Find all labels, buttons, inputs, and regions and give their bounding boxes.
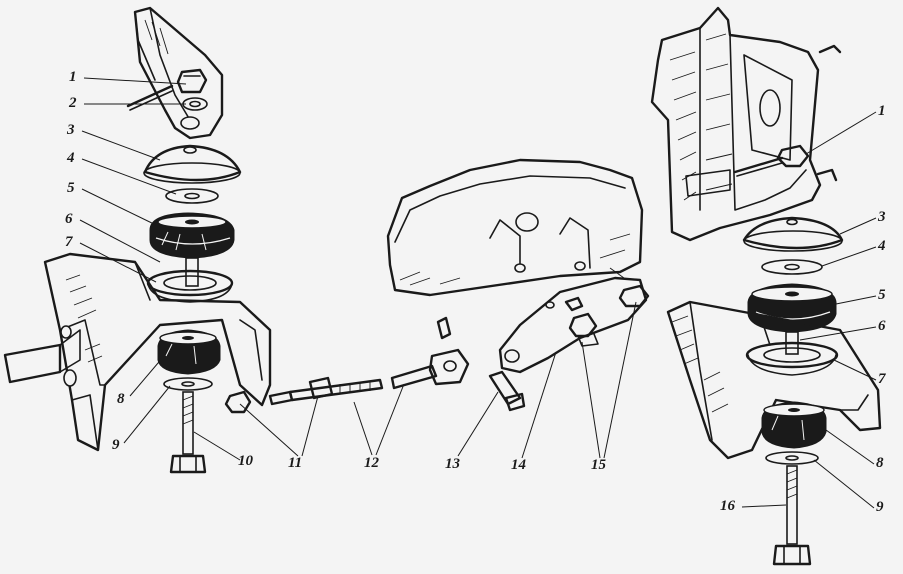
center-short-bolt-13	[488, 370, 526, 412]
left-lower-cushion	[157, 329, 221, 375]
leader-lines	[79, 77, 877, 509]
center-bolts-15	[564, 267, 650, 347]
callout-left-3: 3	[67, 122, 75, 138]
center-rod-11	[268, 376, 384, 406]
right-lower-cup	[745, 341, 839, 376]
left-washer-top	[182, 97, 208, 111]
center-plate-bracket	[386, 158, 644, 297]
left-cup	[143, 144, 242, 184]
left-small-nut	[224, 390, 252, 414]
right-upper-bracket	[650, 6, 842, 242]
left-cotter-pin	[126, 84, 174, 111]
right-cup	[742, 216, 844, 252]
left-lower-washer	[163, 377, 213, 391]
callout-right-6: 6	[878, 318, 886, 334]
right-lower-washer	[765, 451, 819, 465]
callout-13: 13	[445, 456, 460, 472]
right-lower-cushion	[761, 401, 827, 449]
callout-15: 15	[591, 457, 606, 473]
callout-left-8: 8	[117, 391, 125, 407]
center-link-plate	[498, 276, 648, 374]
callout-left-4: 4	[67, 150, 75, 166]
callout-right-3: 3	[878, 209, 886, 225]
callout-left-2: 2	[69, 95, 77, 111]
left-flat-washer	[165, 188, 219, 204]
right-flat-washer	[761, 259, 823, 275]
center-clevis-12	[390, 316, 470, 390]
left-upper-bracket	[133, 6, 224, 140]
callout-right-1: 1	[878, 103, 886, 119]
callout-right-4: 4	[878, 238, 886, 254]
callout-right-7: 7	[878, 371, 886, 387]
callout-12: 12	[364, 455, 379, 471]
callout-right-8: 8	[876, 455, 884, 471]
left-rubber-cushion	[149, 212, 235, 259]
left-frame-bracket	[3, 252, 272, 452]
callout-right-5: 5	[878, 287, 886, 303]
callout-left-5: 5	[67, 180, 75, 196]
left-bolt	[169, 391, 207, 474]
right-frame-bracket	[666, 300, 882, 460]
callout-left-7: 7	[65, 234, 73, 250]
callout-left-6: 6	[65, 211, 73, 227]
right-bolt	[772, 465, 812, 566]
callout-14: 14	[511, 457, 526, 473]
callout-left-1: 1	[69, 69, 77, 85]
callout-left-9: 9	[112, 437, 120, 453]
right-cotter-pin	[733, 156, 784, 177]
callout-11: 11	[288, 455, 303, 471]
callout-right-9: 9	[876, 499, 884, 515]
left-nut	[176, 68, 208, 94]
right-rubber-cushion	[747, 283, 837, 333]
callout-right-16: 16	[720, 498, 735, 514]
right-nut	[776, 144, 810, 168]
callout-left-10: 10	[238, 453, 253, 469]
